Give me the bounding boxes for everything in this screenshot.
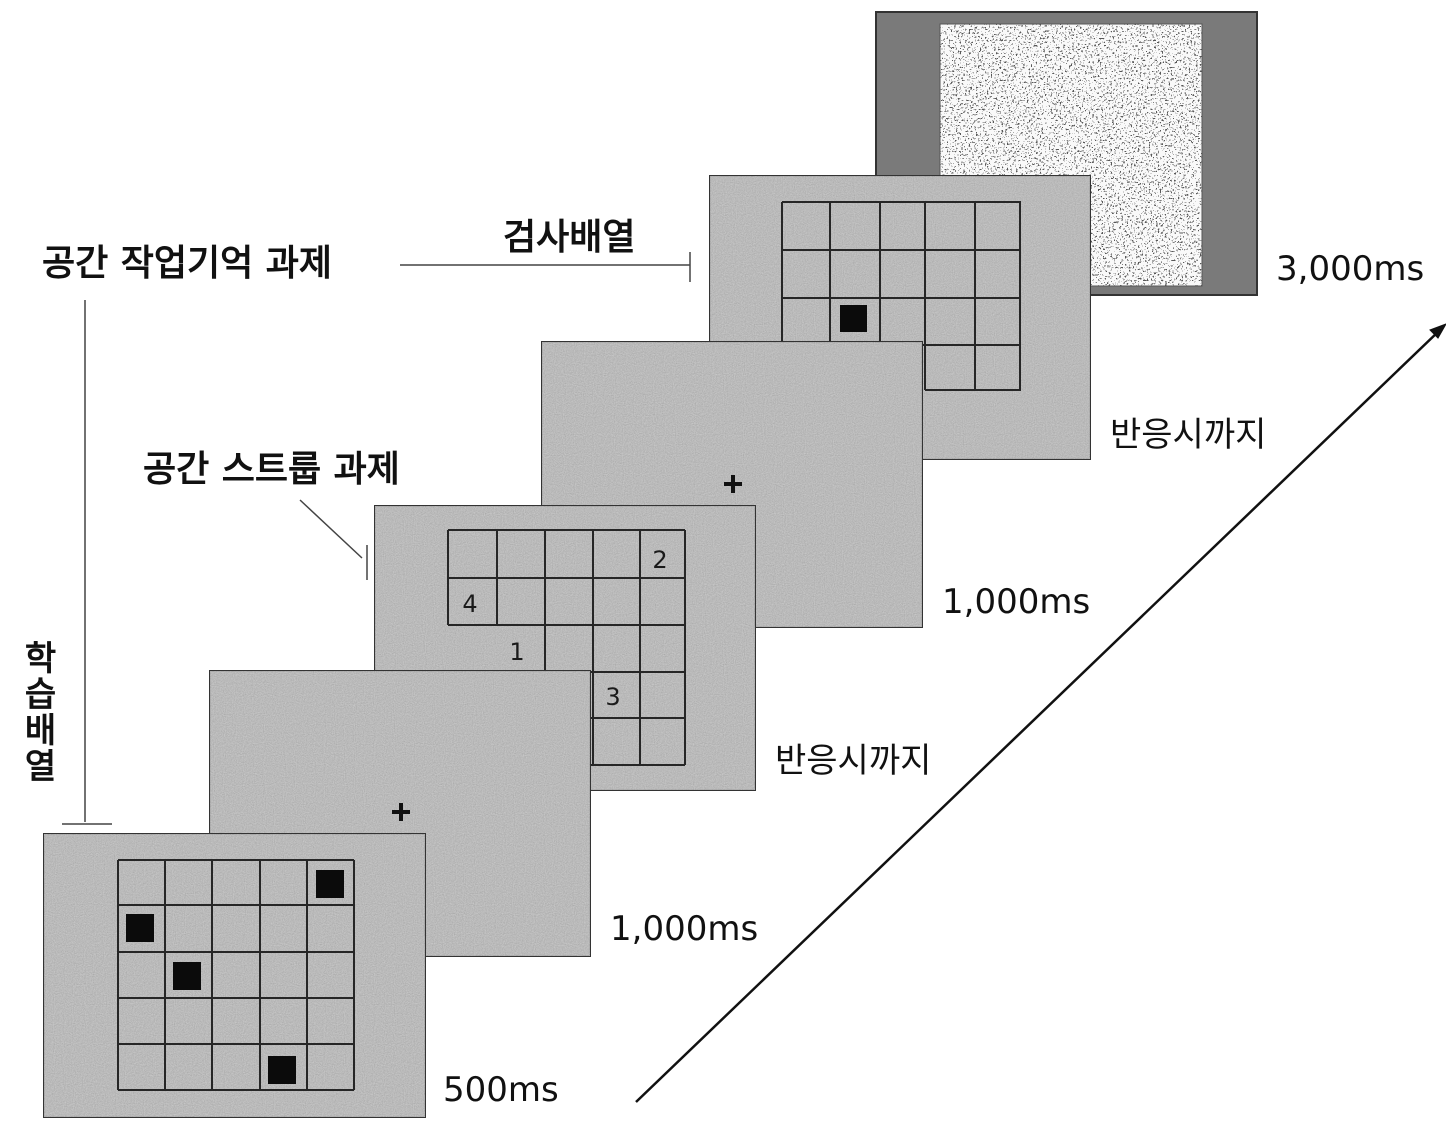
stroop-digit-3: 3 (605, 683, 620, 711)
duration-test: 반응시까지 (1110, 415, 1267, 455)
stroop-connector (299, 499, 363, 559)
study-square (126, 914, 154, 942)
stroop-digit-4: 4 (462, 590, 477, 618)
spatial-wm-task-label: 공간 작업기억 과제 (42, 243, 333, 284)
fixation-cross-icon (724, 475, 742, 493)
duration-study: 500ms (443, 1070, 559, 1110)
test-array-label: 검사배열 (503, 217, 636, 258)
stroop-digit-1: 1 (509, 638, 524, 666)
fixation-cross-icon (392, 803, 410, 821)
connector-lines (62, 252, 691, 825)
study-square (173, 962, 201, 990)
duration-fixation-2: 1,000ms (942, 582, 1091, 622)
spatial-stroop-task-label: 공간 스트룹 과제 (143, 449, 400, 490)
study-square (316, 870, 344, 898)
study-array-label: 학습배열 (17, 640, 57, 784)
time-axis-arrow (635, 323, 1446, 1103)
duration-fixation-1: 1,000ms (610, 909, 759, 949)
duration-mask: 3,000ms (1276, 249, 1425, 289)
stroop-digit-2: 2 (652, 546, 667, 574)
study-array-grid (117, 859, 355, 1091)
test-probe-square (840, 305, 867, 332)
study-square (268, 1056, 296, 1084)
duration-stroop: 반응시까지 (775, 741, 932, 781)
study-array-panel (43, 833, 426, 1118)
